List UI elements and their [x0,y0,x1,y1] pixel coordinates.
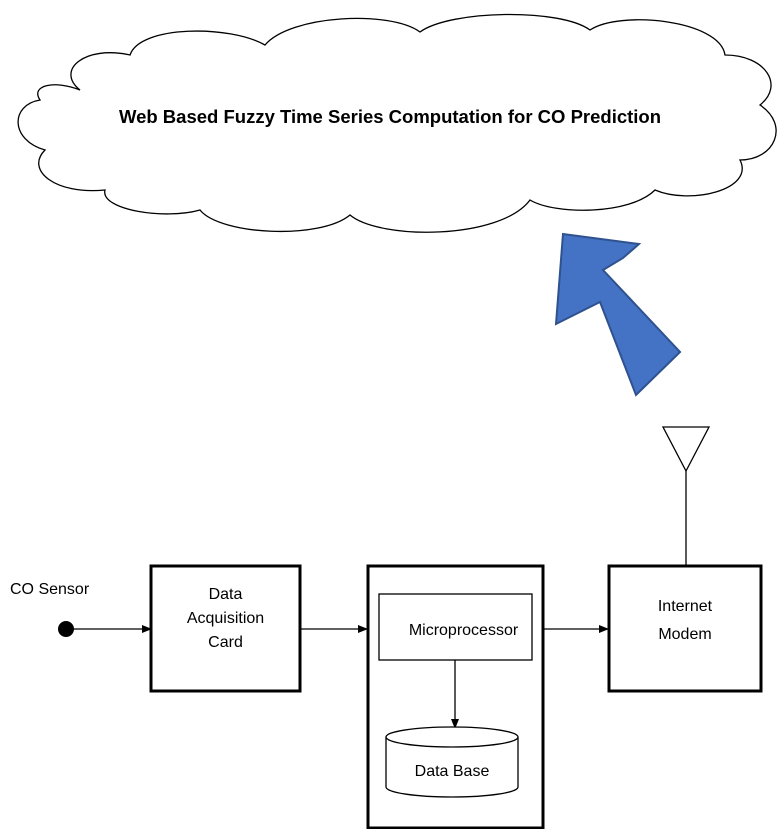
database-label: Data Base [414,763,490,780]
microprocessor-label: Microprocessor [408,622,519,639]
daq-label-line1: Data [208,586,243,603]
sensor-dot [58,621,74,637]
modem-label-line2: Modem [658,626,712,643]
microprocessor-box [378,593,533,661]
daq-label-line2: Acquisition [186,610,265,627]
modem-box [607,564,763,693]
cloud-shape [17,13,777,233]
daq-box [149,564,302,693]
upload-arrow [554,232,682,397]
modem-label-line1: Internet [657,598,713,615]
daq-label-line3: Card [208,634,243,651]
database-cylinder [385,726,519,798]
cloud-title: Web Based Fuzzy Time Series Computation … [118,106,662,127]
sensor-label: CO Sensor [10,581,90,598]
antenna-icon [661,426,711,473]
